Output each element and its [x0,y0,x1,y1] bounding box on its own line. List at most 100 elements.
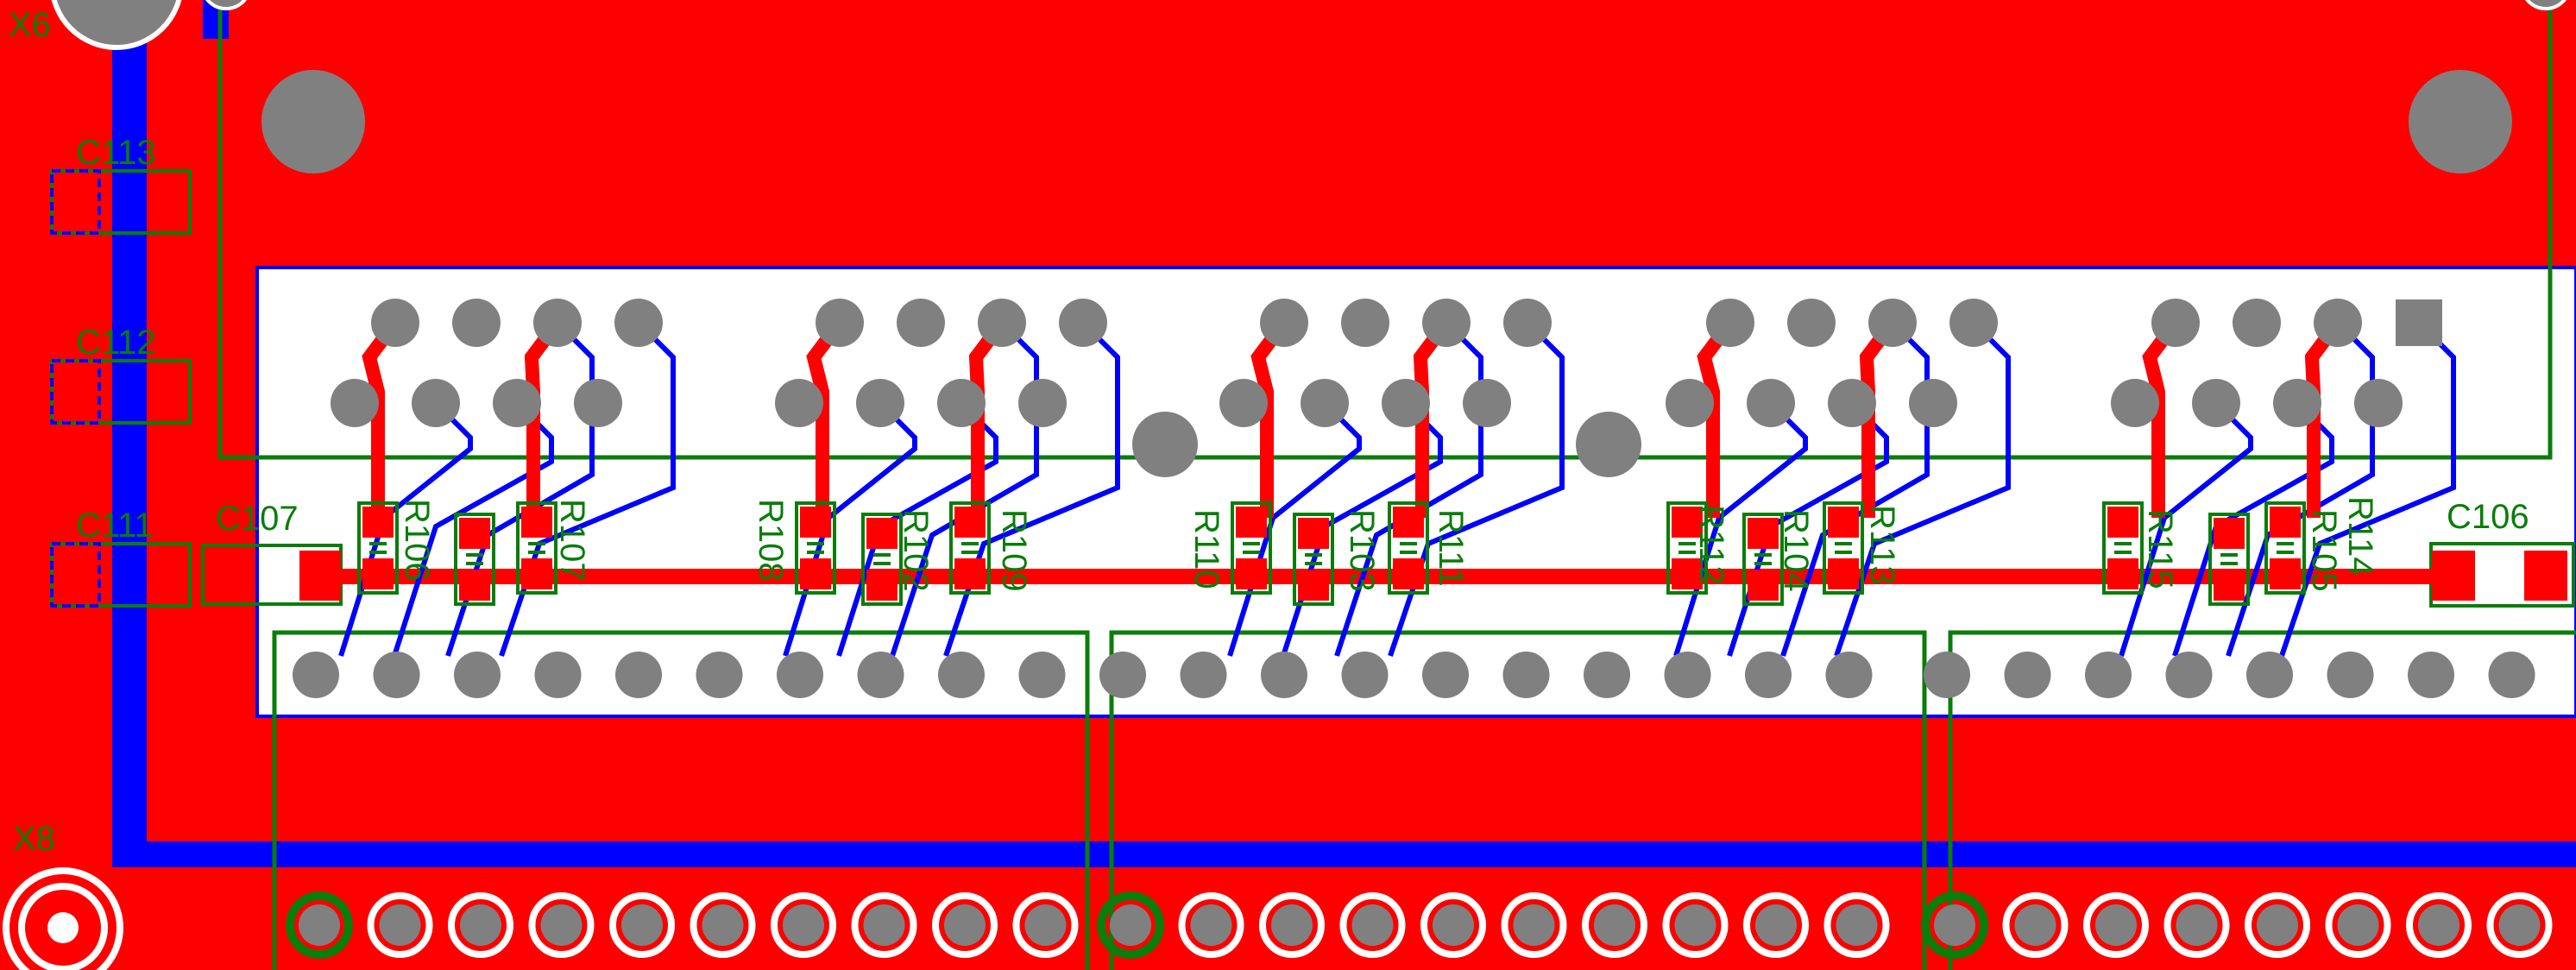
connector-pin [1024,904,1067,946]
header-pin [2004,652,2051,698]
header-pin [1502,652,1550,698]
resistor-pad [2270,558,2301,589]
round-pad [2273,379,2321,427]
connector-pin [540,904,583,946]
blue-trace [1780,320,1930,657]
through-hole-pads [331,299,2442,427]
header-pin [2488,652,2535,698]
connector-pin-ring [2002,892,2069,958]
resistor-pad [2214,518,2245,549]
connector-pin [702,904,744,946]
connector-pin [2418,904,2459,946]
round-pad [1382,379,1430,427]
connector-pin-ring [2325,892,2391,958]
blue-trace [2226,320,2375,657]
connector-pin [1351,904,1394,946]
connector-pin [2337,904,2379,946]
round-pad [2192,379,2240,427]
resistor-pad [1672,558,1703,589]
connector-pin [299,904,340,946]
header-pin [1664,652,1711,698]
round-pad [533,299,582,347]
resistor-pad [800,507,831,538]
mounting-hole [1576,412,1641,477]
header-pin [1099,652,1146,698]
header-pin [2246,652,2293,698]
resistor-label: R111 [1432,509,1470,587]
round-pad [1463,379,1511,427]
connector-pin [2095,904,2137,946]
connector-pin [1594,904,1635,946]
resistor-label: R113 [1863,505,1901,585]
mounting-holes [261,70,2512,477]
bottom-layer-traces [338,320,2456,657]
connector-label-top: X6 [9,6,51,44]
connector-pin-ring [851,892,917,958]
connector-pin-ring [1012,892,1079,958]
resistor-label: R109 [995,509,1033,592]
connector-pin-ring [2486,892,2553,958]
round-pad [1949,299,1998,347]
connector-pin-ring [1097,891,1164,959]
round-pad [1909,379,1957,427]
header-pin [1018,652,1066,698]
connector-pin [863,904,905,946]
resistor-pad [2107,558,2138,589]
capacitor-label-c107: C107 [216,500,299,538]
round-pad [2354,379,2403,427]
header-pin [696,652,743,698]
mounting-hole [261,70,365,173]
connector-label-bottom: X8 [13,820,55,858]
connector-pin [460,904,501,946]
connector-pin-ring [1420,892,1486,958]
resistor-pad [2214,570,2245,601]
header-pin [373,652,420,698]
connector-pin-ring [286,891,353,959]
round-pad [371,299,419,347]
resistor-pad [1748,570,1779,601]
connector-pin [944,904,986,946]
connector-pin [1755,904,1797,946]
blue-trace [890,320,1039,657]
resistor-pad [362,507,394,538]
resistor-pad [866,518,898,549]
connector-pin-ring [1339,892,1406,958]
connector-pin-ring [1823,892,1890,958]
resistor-pad [866,570,898,601]
resistor-outline [454,513,495,606]
round-pad [1422,299,1471,347]
header-pin [1745,652,1792,698]
header-pin [1341,652,1389,698]
mounting-hole [1132,412,1198,477]
connector-pin [1836,904,1878,946]
resistor-pad [362,558,394,589]
resistor-outline [1231,501,1272,595]
connector-pin [2257,904,2298,946]
header-pin [1924,652,1970,698]
resistor-pad [1393,558,1424,589]
header-pin [1584,652,1630,698]
square-pad [2396,299,2442,346]
resistor-pad [2107,507,2138,538]
resistor-outline [2208,513,2250,606]
connector-pin-ring [609,892,675,958]
round-pad [1219,379,1268,427]
round-pad [2151,299,2200,347]
round-pad [614,299,663,347]
resistor-pad [954,507,986,538]
connector-pin [1674,904,1716,946]
connector-pin-ring [2245,892,2310,958]
connector-pin [1433,904,1474,946]
resistor-pad [1236,507,1267,538]
capacitor-label-c111: C111 [76,507,154,545]
resistor-outline [516,501,557,595]
connector-pin-ring [448,892,513,958]
connector-pin [621,904,663,946]
resistor-pad [1748,518,1779,549]
module-outline [217,0,2553,460]
coax-pad [3,867,123,970]
round-pad [452,299,501,347]
resistor-pad [459,518,490,549]
connector-pin-ring [1582,892,1647,958]
resistor-outline [949,501,991,595]
